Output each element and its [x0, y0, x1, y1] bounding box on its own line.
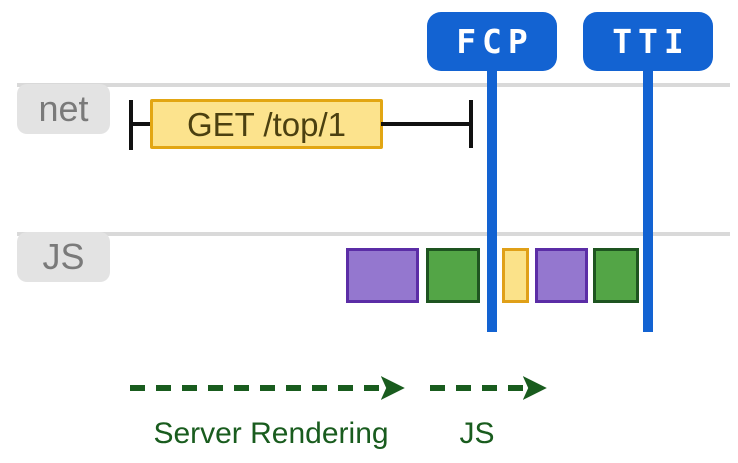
- request-start-whisker: [131, 122, 150, 126]
- request-end-whisker: [381, 122, 469, 126]
- green-js-task-block: [593, 248, 639, 303]
- net-lane-label: net: [17, 84, 110, 134]
- tti-label: TTI: [583, 12, 713, 71]
- fcp-marker-line: [487, 58, 497, 332]
- phase-arrows: [130, 376, 547, 400]
- network-request-bar: GET /top/1: [150, 99, 383, 149]
- purple-js-task-block: [346, 248, 419, 303]
- server-rendering-phase-label: Server Rendering: [153, 417, 389, 450]
- purple-js-task-block: [535, 248, 588, 303]
- green-js-task-block: [426, 248, 480, 303]
- tti-marker-line: [643, 58, 653, 332]
- fcp-label: FCP: [427, 12, 557, 71]
- js-lane-rule: [17, 232, 730, 236]
- js-phase-label: JS: [459, 417, 495, 450]
- request-end-tick: [469, 100, 473, 148]
- js-lane-label: JS: [17, 232, 110, 282]
- yellow-js-task-block: [502, 248, 529, 303]
- net-lane-rule: [17, 83, 730, 87]
